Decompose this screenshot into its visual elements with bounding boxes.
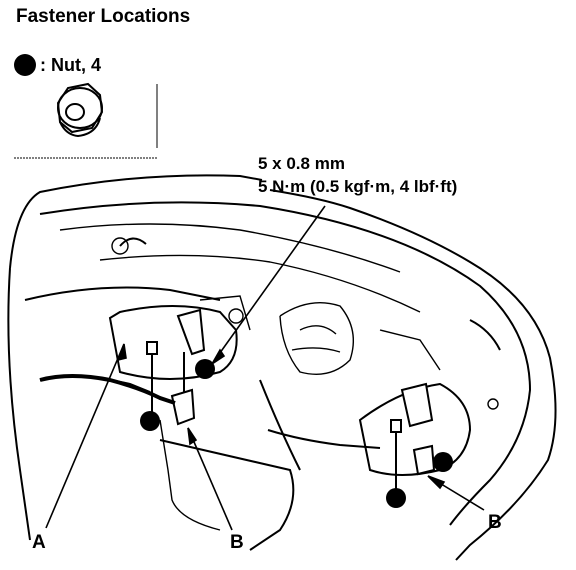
panel-details xyxy=(59,223,499,531)
callout-b-right: B xyxy=(488,512,502,533)
callout-b-left: B xyxy=(230,532,244,553)
leader-lines xyxy=(45,205,485,531)
nut-locations xyxy=(140,359,453,508)
nut-dot xyxy=(433,452,453,472)
bracket-left xyxy=(146,308,206,426)
nut-dot xyxy=(140,411,160,431)
torque-spec: 5 N·m (0.5 kgf·m, 4 lbf·ft) xyxy=(258,177,458,196)
nut-dot xyxy=(195,359,215,379)
nut-illustration xyxy=(56,82,104,138)
legend-label: : Nut, 4 xyxy=(40,54,101,75)
legend: : Nut, 4 xyxy=(14,54,101,76)
trunk-lid-outline xyxy=(7,174,557,561)
callout-a: A xyxy=(32,532,46,553)
harness-a xyxy=(39,374,176,405)
bracket-right xyxy=(390,382,436,492)
nut-dot xyxy=(386,488,406,508)
black-dot-icon xyxy=(14,54,36,76)
fastener-size: 5 x 0.8 mm xyxy=(258,154,345,173)
page-title: Fastener Locations xyxy=(16,6,191,27)
